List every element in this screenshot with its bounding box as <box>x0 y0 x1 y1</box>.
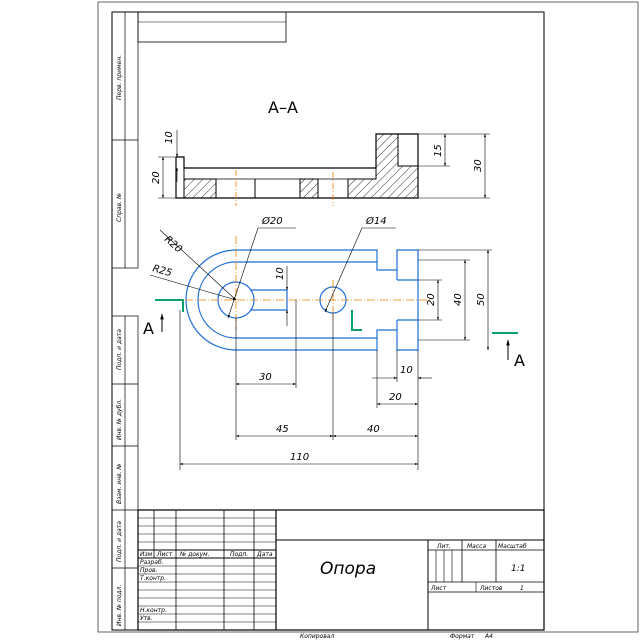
dim-30: 30 <box>259 372 272 383</box>
dim-50: 50 <box>476 293 487 306</box>
footer-format-value: A4 <box>484 633 493 640</box>
section-axes <box>235 170 334 206</box>
plan-dimensions <box>149 227 492 470</box>
dim-section-20: 20 <box>151 171 162 184</box>
listov-label: Листов <box>479 585 503 592</box>
row-tkontr: Т.контр. <box>140 575 166 582</box>
col-izm: Изм <box>140 551 153 558</box>
row-nkontr: Н.контр. <box>140 607 167 614</box>
plan-view <box>185 249 419 351</box>
section-marker-left: A <box>143 319 154 338</box>
listov-value: 1 <box>520 585 524 592</box>
masshtab-label: Масштаб <box>498 543 527 550</box>
massa-label: Масса <box>467 543 486 550</box>
dim-45: 45 <box>276 424 289 435</box>
row-utv: Утв. <box>140 615 153 622</box>
stamp-inv-podl: Инв. № подл. <box>116 585 123 626</box>
stamp-sprav-no: Справ. № <box>116 193 123 222</box>
list-label: Лист <box>430 585 447 592</box>
col-list: Лист <box>156 551 173 558</box>
lit-label: Лит. <box>436 543 451 550</box>
dim-dia20: Ø20 <box>261 215 283 227</box>
section-view <box>175 133 419 199</box>
col-data: Дата <box>256 551 273 558</box>
footer-format-label: Формат <box>450 633 475 640</box>
sheet-frame <box>97 1 639 633</box>
row-razrab: Разраб. <box>140 559 164 566</box>
side-stamp-column <box>111 11 139 631</box>
stamp-inv-dubl: Инв. № дубл. <box>116 399 123 440</box>
col-podp: Подп. <box>230 551 248 558</box>
title-block <box>137 509 545 631</box>
footer-kopiroval: Копировал <box>300 633 334 640</box>
dim-r20: R20 <box>162 234 184 255</box>
dim-40-horizontal: 40 <box>367 424 380 435</box>
section-marker-right: A <box>514 351 525 370</box>
row-prov: Пров. <box>140 567 158 574</box>
col-docno: № докум. <box>179 551 210 558</box>
stamp-vzam-inv: Взам. инв. № <box>116 463 123 504</box>
stamp-podp-data-1: Подп. и дата <box>116 329 123 370</box>
dim-section-30: 30 <box>473 159 484 172</box>
section-title: A–A <box>268 98 298 117</box>
dim-slot-10: 10 <box>275 267 286 280</box>
cutting-plane <box>155 299 518 334</box>
dim-20: 20 <box>426 293 437 306</box>
stamp-podp-data-2: Подп. и дата <box>116 521 123 562</box>
dim-section-15: 15 <box>433 144 444 157</box>
part-name: Опора <box>320 559 376 579</box>
dim-r25: R25 <box>151 263 173 279</box>
title-block-labels: Изм Лист № докум. Подп. Дата Разраб. Про… <box>140 543 527 622</box>
dim-40: 40 <box>453 293 464 306</box>
dim-110: 110 <box>290 452 309 463</box>
dim-section-10: 10 <box>164 131 175 144</box>
side-stamp-labels: Перв. примен. Справ. № Подп. и дата Инв.… <box>116 55 123 626</box>
section-dimensions <box>158 130 490 199</box>
dim-10: 10 <box>400 365 413 376</box>
masshtab-value: 1:1 <box>511 564 525 574</box>
stamp-perv-primen: Перв. примен. <box>116 55 123 100</box>
section-arrows <box>160 313 510 360</box>
dim-20-horizontal: 20 <box>389 392 402 403</box>
dim-dia14: Ø14 <box>365 215 387 227</box>
